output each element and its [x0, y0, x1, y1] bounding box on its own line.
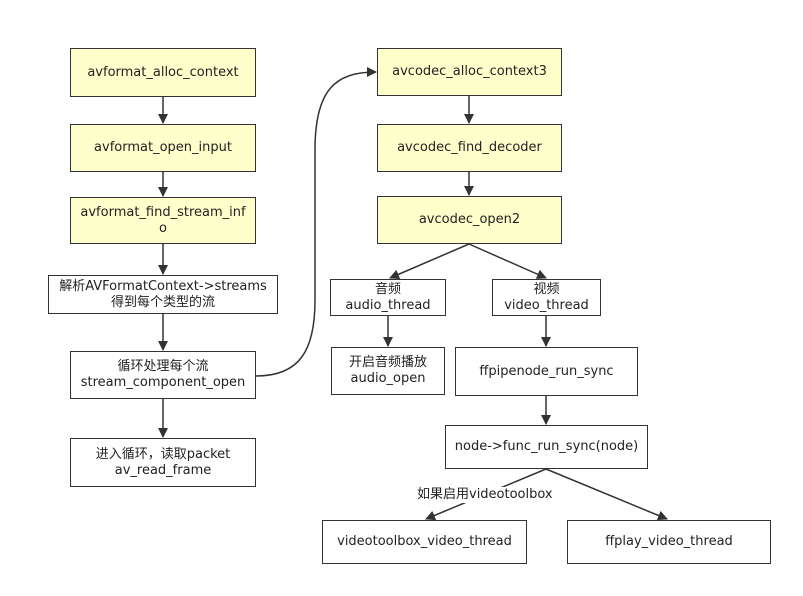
videotoolbox-condition-label: 如果启用videotoolbox	[417, 487, 553, 503]
ffplay-video-thread-node: ffplay_video_thread	[567, 520, 771, 564]
node-label-line-2: audio_thread	[345, 297, 431, 313]
node-label-line-2: av_read_frame	[114, 462, 212, 478]
audio-open-node: 开启音频播放 audio_open	[331, 347, 445, 395]
node-label: avcodec_alloc_context3	[392, 64, 547, 79]
node-label: videotoolbox_video_thread	[337, 534, 512, 549]
ffpipenode-run-sync-node: ffpipenode_run_sync	[455, 347, 638, 396]
func-run-sync-node: node->func_run_sync(node)	[445, 425, 648, 469]
node-label-line-1: 进入循环，读取packet	[95, 446, 231, 462]
loop-streams-node: 循环处理每个流 stream_component_open	[70, 351, 256, 399]
node-label-line-2: stream_component_open	[80, 375, 246, 390]
node-label: avcodec_open2	[418, 212, 521, 227]
node-label-line-2: video_thread	[504, 297, 589, 313]
node-label-line-1: 开启音频播放	[348, 355, 427, 370]
edge-func-run-sync-to-ffplay	[545, 468, 668, 521]
node-label: node->func_run_sync(node)	[454, 439, 639, 454]
node-label-line-2: 得到每个类型的流	[110, 294, 215, 310]
read-loop-node: 进入循环，读取packet av_read_frame	[70, 438, 256, 487]
node-label: avformat_alloc_context	[87, 64, 239, 80]
parse-streams-node: 解析AVFormatContext->streams 得到每个类型的流	[48, 275, 278, 314]
node-label-line-1: 解析AVFormatContext->streams	[59, 278, 267, 294]
edge-loop-streams-to-codec-alloc	[255, 67, 377, 377]
avformat-alloc-context-node: avformat_alloc_context	[70, 48, 256, 97]
avcodec-open2-node: avcodec_open2	[377, 196, 562, 244]
avcodec-find-decoder-node: avcodec_find_decoder	[377, 124, 562, 172]
video-thread-node: 视频 video_thread	[492, 279, 601, 316]
node-label-line-2: audio_open	[350, 371, 426, 386]
node-label: ffpipenode_run_sync	[479, 363, 614, 379]
node-label: avcodec_find_decoder	[397, 140, 542, 155]
node-label: avformat_find_stream_info	[80, 204, 246, 236]
videotoolbox-video-thread-node: videotoolbox_video_thread	[322, 520, 527, 564]
avcodec-alloc-context3-node: avcodec_alloc_context3	[377, 48, 562, 96]
edge-codec-open-to-video-thread	[468, 243, 547, 279]
node-label-line-1: 视频	[533, 281, 560, 297]
node-label-line-1: 音频	[374, 281, 401, 297]
node-label: ffplay_video_thread	[605, 534, 733, 549]
node-label-line-1: 循环处理每个流	[117, 359, 209, 374]
edge-codec-open-to-audio-thread	[389, 243, 470, 280]
avformat-find-stream-info-node: avformat_find_stream_info	[70, 197, 256, 244]
node-label: avformat_open_input	[94, 140, 232, 155]
audio-thread-node: 音频 audio_thread	[330, 279, 446, 316]
avformat-open-input-node: avformat_open_input	[70, 124, 256, 172]
